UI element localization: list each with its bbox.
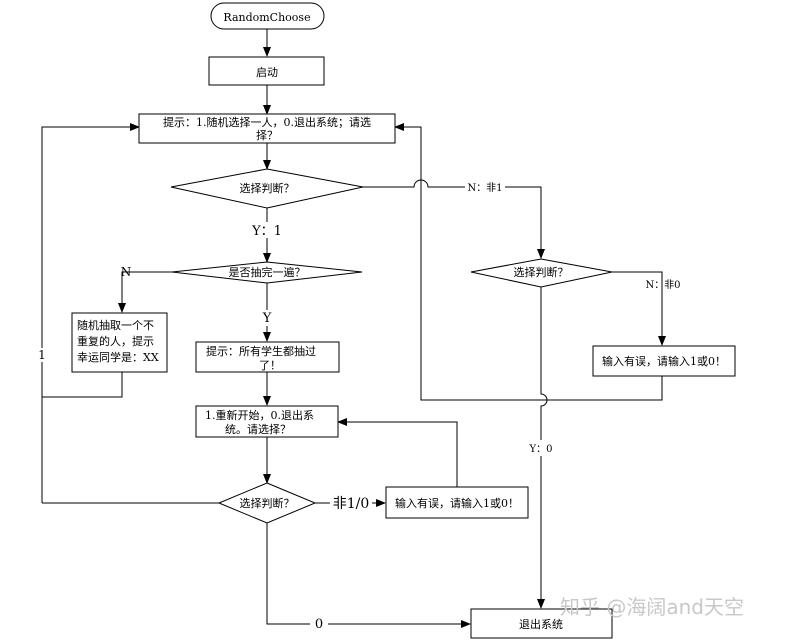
random-pick-line3: 幸运同学是：XX	[77, 350, 159, 364]
label-n-non1: N：非1	[467, 182, 502, 194]
decision-done-label: 是否抽完一遍？	[229, 265, 306, 279]
edge-decision2-yes	[541, 287, 547, 608]
exit-box	[470, 608, 613, 639]
error3-box	[385, 486, 529, 519]
error3-label: 输入有误，请输入1或0！	[395, 496, 519, 510]
label-n-left: N	[121, 265, 132, 279]
random-pick-line1: 随机抽取一个不	[77, 318, 154, 332]
edge-decision3-zero	[266, 523, 470, 624]
decision2-label: 选择判断？	[514, 265, 569, 279]
node-decision3: 选择判断？	[217, 482, 317, 524]
node-decision1: 选择判断？	[170, 168, 364, 209]
random-pick-line2: 重复的人，提示	[77, 334, 154, 348]
label-y1: Y：1	[251, 224, 282, 239]
connectors	[41, 29, 666, 624]
decision2-diamond	[470, 258, 613, 288]
node-prompt1: 提示：1.随机选择一人，0.退出系统；请选 择？	[138, 113, 396, 144]
label-y-down: Y	[262, 311, 272, 326]
decision3-label: 选择判断？	[240, 496, 295, 510]
node-error3: 输入有误，请输入1或0！	[385, 486, 529, 519]
node-random-pick: 随机抽取一个不 重复的人，提示 幸运同学是：XX	[71, 312, 168, 373]
exit-label: 退出系统	[519, 617, 563, 631]
label-zero: 0	[315, 617, 323, 632]
restart-line2: 统。请选择？	[225, 422, 291, 436]
restart-box	[195, 405, 339, 438]
all-drawn-line2: 了！	[259, 359, 281, 372]
edge-error2-loop	[394, 123, 663, 401]
decision1-label: 选择判断？	[240, 181, 295, 195]
edge-decision2-no	[612, 271, 666, 346]
node-all-drawn: 提示：所有学生都抽过 了！	[195, 341, 340, 373]
prompt1-line2: 择？	[256, 128, 278, 142]
node-restart: 1.重新开始，0.退出系 统。请选择？	[195, 405, 339, 438]
watermark: 知乎 @海阔and天空	[560, 595, 744, 619]
random-pick-box	[71, 312, 168, 373]
error2-label: 输入有误，请输入1或0！	[602, 354, 726, 368]
decision-done-diamond	[171, 261, 363, 284]
edge-decision1-no	[363, 179, 545, 259]
node-error2: 输入有误，请输入1或0！	[592, 345, 736, 377]
decision1-diamond	[170, 168, 364, 209]
decision3-diamond	[217, 482, 317, 524]
prompt1-box	[138, 113, 396, 144]
launch-label: 启动	[256, 66, 278, 79]
error2-box	[592, 345, 736, 377]
launch-box	[208, 56, 325, 86]
start-terminal	[210, 2, 325, 30]
prompt1-line1: 提示：1.随机选择一人，0.退出系统；请选	[163, 115, 371, 129]
label-non-1-0: 非1/0	[333, 496, 370, 512]
all-drawn-box	[195, 341, 340, 373]
node-decision-done: 是否抽完一遍？	[171, 261, 363, 284]
start-label: RandomChoose	[223, 11, 310, 24]
edge-error3-restart	[337, 418, 458, 487]
edge-done-no	[118, 271, 172, 313]
node-launch: 启动	[208, 56, 325, 86]
node-start: RandomChoose	[210, 2, 325, 30]
node-decision2: 选择判断？	[470, 258, 613, 288]
edge-labels: Y：1 N：非1 N Y 1 N：非0 Y：0 非1/0 0	[34, 180, 681, 632]
all-drawn-line1: 提示：所有学生都抽过	[206, 344, 316, 358]
label-n-non0: N：非0	[645, 279, 680, 291]
label-y0: Y：0	[529, 444, 553, 455]
label-one: 1	[38, 348, 46, 362]
restart-line1: 1.重新开始，0.退出系	[205, 408, 314, 422]
node-exit: 退出系统	[470, 608, 613, 639]
